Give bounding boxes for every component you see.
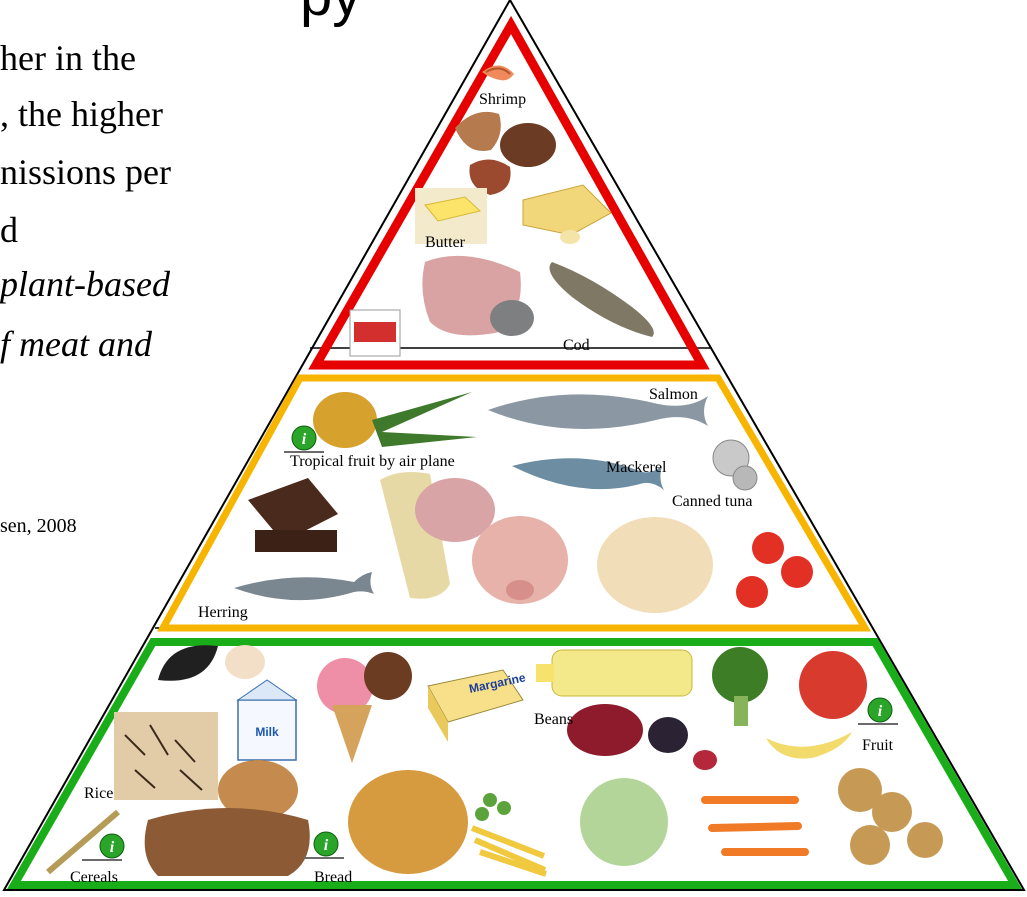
svg-text:i: i <box>110 839 115 856</box>
info-icon-bread[interactable]: i <box>304 832 344 858</box>
label-salmon: Salmon <box>649 386 698 403</box>
cabbage-image <box>580 778 668 866</box>
info-icon-fruit[interactable]: i <box>858 698 898 724</box>
ice-cream-image <box>317 652 412 763</box>
lamb-image <box>422 256 534 336</box>
milk-carton-label: Milk <box>255 725 279 739</box>
banana-image <box>766 732 852 759</box>
cheese-image <box>523 185 611 244</box>
herring-image <box>234 572 374 600</box>
chocolate-image <box>248 478 338 552</box>
ham-and-pig-image <box>380 472 568 604</box>
label-rice: Rice <box>84 785 113 802</box>
milk-carton-small-image <box>350 310 400 356</box>
broccoli-image <box>712 647 768 726</box>
label-cereals: Cereals <box>70 869 118 886</box>
chicken-image <box>597 517 713 613</box>
svg-text:i: i <box>878 703 883 720</box>
peas-and-pasta-image <box>472 793 546 874</box>
label-beans: Beans <box>534 711 573 728</box>
rice-image <box>114 712 218 800</box>
label-butter: Butter <box>425 234 466 251</box>
carrots-image <box>705 800 805 852</box>
canned-tuna-image <box>713 440 757 490</box>
tomatoes-image <box>736 532 813 608</box>
beans-image <box>567 704 717 770</box>
beef-image <box>455 112 556 195</box>
oil-bottle-image <box>536 650 692 696</box>
svg-text:i: i <box>324 837 329 854</box>
label-cod: Cod <box>563 337 590 354</box>
label-shrimp: Shrimp <box>479 91 526 108</box>
mussel-image <box>158 645 218 681</box>
cornflakes-image <box>348 770 468 874</box>
label-fruit: Fruit <box>862 737 894 754</box>
margarine-image: Margarine <box>428 670 527 742</box>
pineapple-image <box>313 392 477 448</box>
cod-image <box>550 262 654 337</box>
label-canned-tuna: Canned tuna <box>672 493 752 510</box>
label-mackerel: Mackerel <box>606 459 667 476</box>
milk-carton-image: Milk <box>238 680 296 760</box>
svg-text:i: i <box>302 431 307 448</box>
label-herring: Herring <box>198 604 248 621</box>
label-bread: Bread <box>314 869 352 886</box>
potatoes-image <box>838 768 943 865</box>
egg-image <box>225 645 265 679</box>
label-tropical-fruit: Tropical fruit by air plane <box>290 453 455 470</box>
apple-image <box>799 651 867 719</box>
